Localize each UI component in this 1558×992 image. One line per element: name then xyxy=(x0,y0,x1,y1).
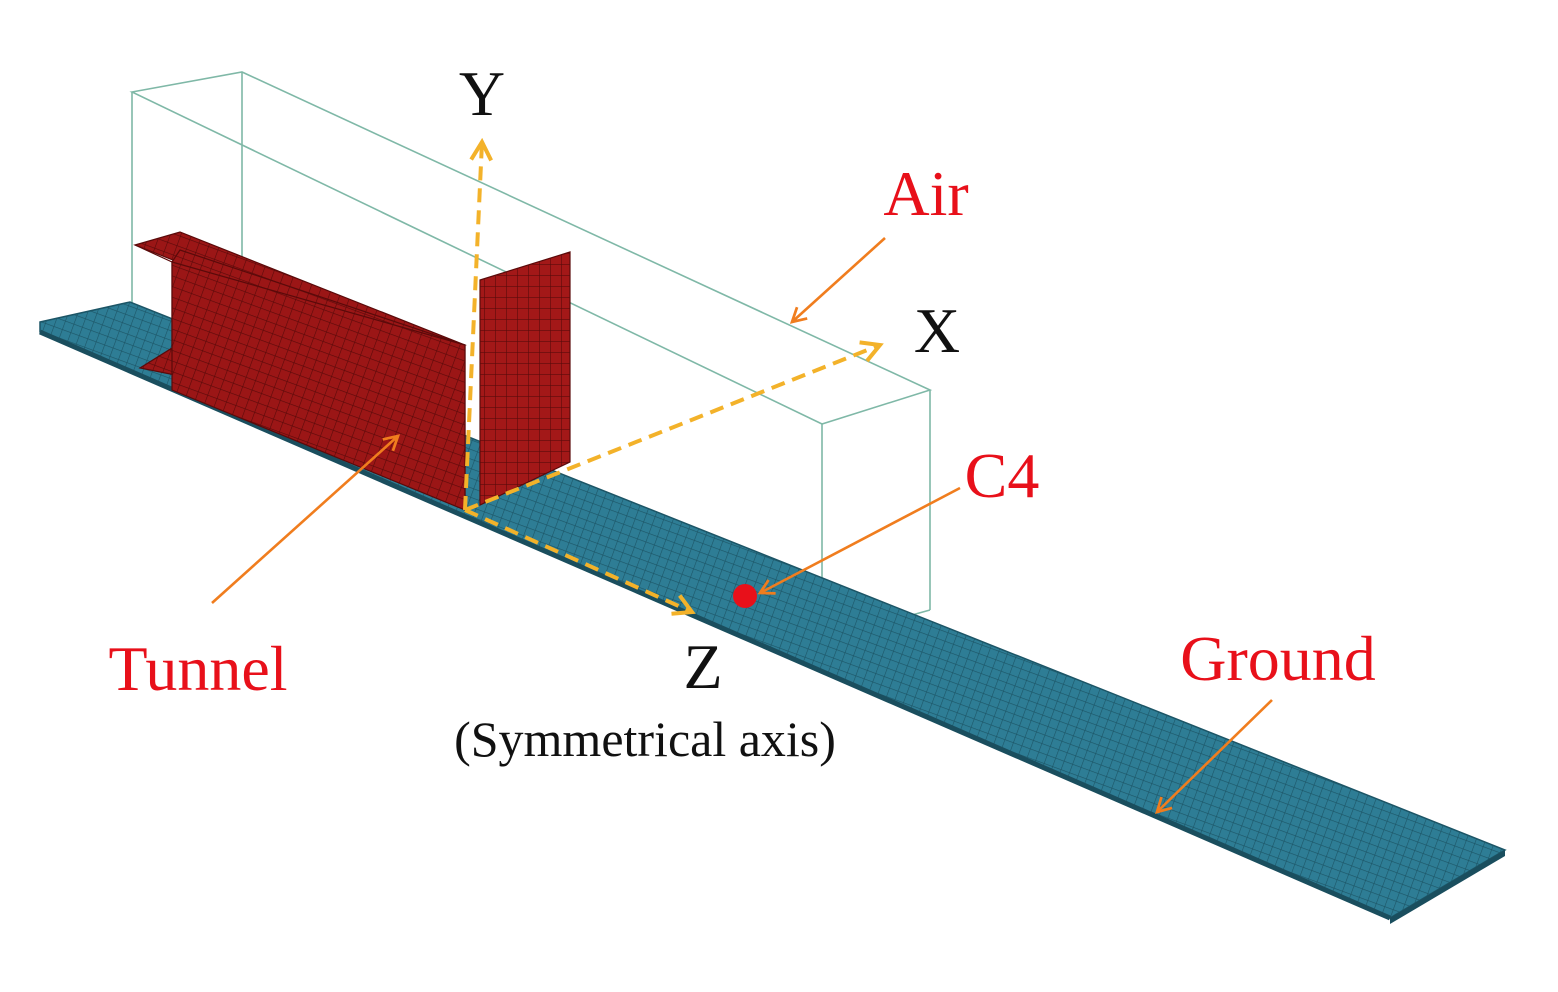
ground-pointer-arrow xyxy=(1154,699,1273,814)
x-axis-arrow xyxy=(464,345,880,512)
c4-charge-dot xyxy=(733,584,757,608)
air-label: Air xyxy=(883,158,968,229)
tunnel-pointer-arrow xyxy=(211,434,401,604)
ground-label: Ground xyxy=(1180,623,1376,694)
c4-pointer-arrow xyxy=(757,486,961,595)
air-pointer-arrow xyxy=(789,237,886,324)
pointer-arrows xyxy=(211,237,1273,814)
x-axis-label: X xyxy=(914,295,960,366)
z-axis-arrow xyxy=(464,508,692,612)
y-axis-arrow xyxy=(463,142,482,511)
y-axis-label: Y xyxy=(459,58,505,129)
symmetry-note-label: (Symmetrical axis) xyxy=(454,711,836,767)
z-axis-label: Z xyxy=(683,631,722,702)
tunnel-label: Tunnel xyxy=(108,633,287,704)
c4-label: C4 xyxy=(965,440,1040,511)
coordinate-axes xyxy=(463,142,880,612)
